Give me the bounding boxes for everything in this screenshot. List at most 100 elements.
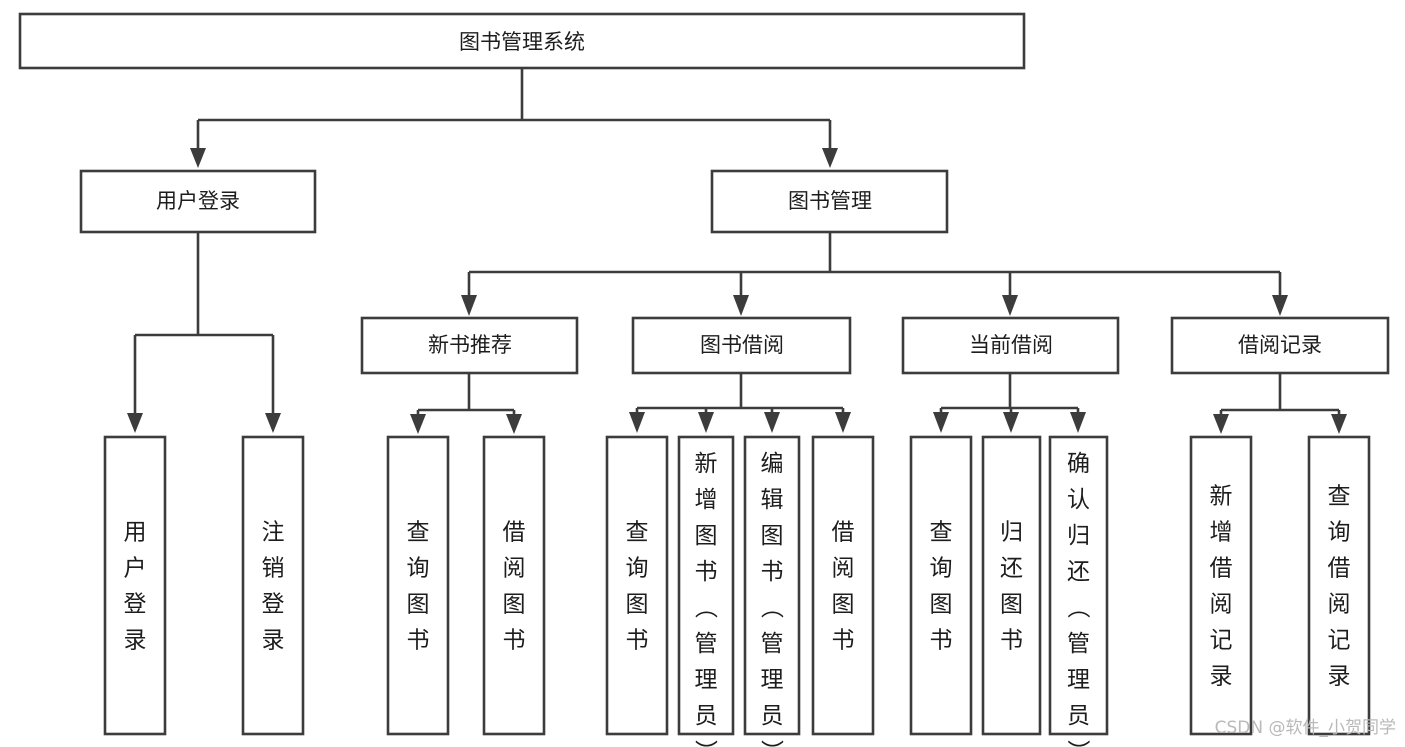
svg-text:书: 书	[761, 559, 784, 585]
svg-text:询: 询	[626, 556, 649, 582]
svg-text:借: 借	[1210, 556, 1233, 582]
leaf-node[interactable]: 用户登录	[103, 435, 167, 736]
leaf-box[interactable]	[677, 435, 735, 736]
connector-group-book-manage	[461, 232, 1288, 316]
node-borrow-record[interactable]: 借阅记录	[1170, 316, 1390, 375]
node-book-borrow[interactable]: 图书借阅	[631, 316, 852, 375]
arrow-bb-l2	[698, 412, 714, 433]
arrow-cb-l1	[933, 412, 949, 433]
svg-text:图: 图	[832, 592, 855, 618]
leaf-box[interactable]	[909, 435, 973, 736]
book-manage-label: 图书管理	[788, 189, 872, 213]
svg-text:确: 确	[1067, 451, 1090, 477]
svg-text:（: （	[692, 596, 718, 619]
svg-text:询: 询	[1328, 520, 1351, 546]
arrow-ul-l2	[265, 413, 281, 433]
svg-text:书: 书	[832, 628, 855, 654]
borrow-record-label: 借阅记录	[1238, 333, 1322, 357]
borrow-record-box[interactable]	[1170, 316, 1390, 375]
node-new-book-rec[interactable]: 新书推荐	[360, 316, 579, 375]
leaf-box[interactable]	[103, 435, 167, 736]
connector-group-book-borrow	[629, 373, 851, 433]
svg-text:书: 书	[503, 628, 526, 654]
svg-text:查: 查	[1328, 484, 1351, 510]
svg-text:理: 理	[1067, 667, 1090, 693]
svg-text:书: 书	[930, 628, 953, 654]
new-book-rec-label: 新书推荐	[428, 333, 512, 357]
leaf-box[interactable]	[1189, 435, 1253, 736]
arrow-bm-c4	[1272, 295, 1288, 316]
svg-text:阅: 阅	[1328, 592, 1351, 618]
root-label: 图书管理系统	[459, 30, 585, 54]
node-root[interactable]: 图书管理系统	[18, 12, 1026, 70]
svg-text:新: 新	[695, 451, 718, 477]
svg-text:理: 理	[695, 667, 718, 693]
svg-text:借: 借	[503, 520, 526, 546]
connector-group-user-login	[127, 232, 281, 433]
svg-text:）: ）	[758, 740, 784, 747]
leaf-box[interactable]	[1048, 435, 1109, 736]
root-box[interactable]	[18, 12, 1026, 70]
new-book-rec-box[interactable]	[360, 316, 579, 375]
book-borrow-box[interactable]	[631, 316, 852, 375]
svg-text:书: 书	[407, 628, 430, 654]
svg-text:户: 户	[124, 556, 147, 582]
arrow-br-l2	[1331, 414, 1347, 434]
svg-text:查: 查	[930, 520, 953, 546]
svg-text:图: 图	[503, 592, 526, 618]
leaf-box[interactable]	[241, 435, 305, 736]
node-book-manage[interactable]: 图书管理	[710, 169, 949, 234]
svg-text:销: 销	[262, 556, 285, 582]
leaf-box[interactable]	[386, 435, 450, 736]
svg-text:录: 录	[262, 628, 285, 654]
leaf-box[interactable]	[1307, 435, 1371, 736]
leaf-box[interactable]	[981, 435, 1042, 736]
leaf-box[interactable]	[482, 435, 546, 736]
user-login-box[interactable]	[79, 169, 317, 234]
svg-text:归: 归	[1000, 520, 1023, 546]
node-current-borrow[interactable]: 当前借阅	[901, 316, 1120, 375]
svg-text:查: 查	[407, 520, 430, 546]
node-user-login[interactable]: 用户登录	[79, 169, 317, 234]
svg-text:录: 录	[124, 628, 147, 654]
svg-text:理: 理	[761, 667, 784, 693]
svg-text:管: 管	[1067, 631, 1090, 657]
arrow-ul-l1	[127, 413, 143, 433]
connector-group-current-borrow	[933, 373, 1086, 433]
svg-text:阅: 阅	[832, 556, 855, 582]
svg-text:认: 认	[1067, 487, 1090, 513]
leaf-box[interactable]	[743, 435, 801, 736]
svg-text:归: 归	[1067, 523, 1090, 549]
leaf-box[interactable]	[605, 435, 669, 736]
svg-text:）: ）	[692, 740, 718, 747]
connector-group-borrow-record	[1213, 373, 1347, 434]
svg-text:阅: 阅	[503, 556, 526, 582]
leaf-box[interactable]	[811, 435, 875, 736]
svg-text:录: 录	[1210, 664, 1233, 690]
arrow-bm-c3	[1002, 295, 1018, 316]
current-borrow-box[interactable]	[901, 316, 1120, 375]
svg-text:增: 增	[1210, 520, 1233, 546]
svg-text:图: 图	[1000, 592, 1023, 618]
book-manage-box[interactable]	[710, 169, 949, 234]
svg-text:员: 员	[761, 703, 784, 729]
csdn-watermark: CSDN @软件_小贺同学	[1215, 718, 1396, 738]
